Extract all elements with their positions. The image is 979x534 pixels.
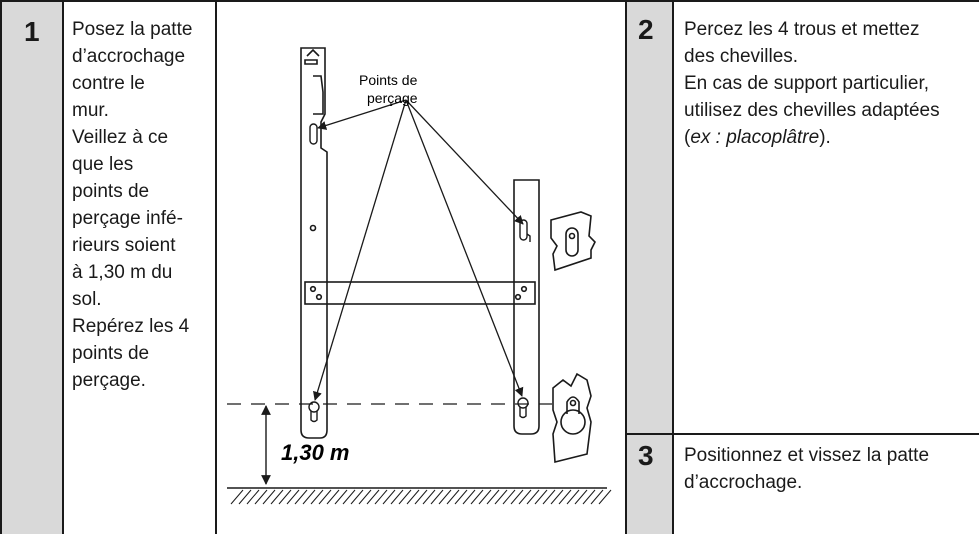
hatch-mark [230, 489, 244, 505]
step-1-line: sol. [72, 289, 102, 310]
column-divider [215, 2, 217, 534]
hatch-mark [366, 489, 380, 505]
step-2-line-example: (ex : placoplâtre). [684, 124, 979, 151]
step-1-line: perçage infé- [72, 208, 183, 229]
hatch-mark [246, 489, 260, 505]
hatch-mark [430, 489, 444, 505]
hatch-mark [262, 489, 276, 505]
hatch-mark [566, 489, 580, 505]
step-3-line: d’accrochage. [684, 472, 803, 493]
hatch-mark [550, 489, 564, 505]
hatch-mark [286, 489, 300, 505]
hatch-mark [574, 489, 588, 505]
hatch-mark [470, 489, 484, 505]
hatch-mark [294, 489, 308, 505]
hatch-mark [478, 489, 492, 505]
hatch-mark [302, 489, 316, 505]
step-1-number: 1 [24, 16, 40, 47]
hatch-mark [278, 489, 292, 505]
hatch-mark [502, 489, 516, 505]
hatch-mark [406, 489, 420, 505]
step-1-line: points de [72, 181, 150, 202]
step-1-line: mur. [72, 100, 109, 121]
hatch-mark [510, 489, 524, 505]
step-2-text: Percez les 4 trous et mettez des chevill… [684, 16, 979, 151]
step-divider [625, 433, 979, 435]
hatch-mark [382, 489, 396, 505]
hatch-mark [350, 489, 364, 505]
height-dimension-label: 1,30 m [281, 440, 350, 465]
step-1-line: Posez la patte [72, 19, 193, 40]
hatch-mark [526, 489, 540, 505]
step-2-line: En cas de support particulier, [684, 73, 930, 94]
drill-points-label-line-2: perçage [367, 90, 418, 106]
step-3-number: 3 [638, 440, 654, 471]
hatch-mark [238, 489, 252, 505]
hatch-mark [422, 489, 436, 505]
example-text: ex : placoplâtre [690, 127, 820, 148]
hatch-mark [374, 489, 388, 505]
hatch-mark [438, 489, 452, 505]
hatch-mark [358, 489, 372, 505]
step-1-line: points de [72, 343, 150, 364]
hatch-mark [542, 489, 556, 505]
pointer-arrows [313, 99, 524, 401]
bracket-right-upright [513, 179, 540, 435]
hatch-mark [390, 489, 404, 505]
hatch-mark [334, 489, 348, 505]
hatch-mark [462, 489, 476, 505]
step-3-line: Positionnez et vissez la patte [684, 445, 930, 466]
step-1-line: Repérez les 4 [72, 316, 190, 337]
step-1-line: contre le [72, 73, 145, 94]
step-1-line: que les [72, 154, 134, 175]
step-2-line: Percez les 4 trous et mettez [684, 19, 920, 40]
keyhole-bottom-left [308, 401, 320, 423]
hatch-mark [486, 489, 500, 505]
step-1-text: Posez la patte d’accrochage contre le mu… [72, 16, 192, 394]
hatch-mark [326, 489, 340, 505]
step-3-text: Positionnez et vissez la patte d’accroch… [684, 442, 979, 496]
hatch-mark [598, 489, 612, 505]
drill-slot-top-left [309, 123, 318, 145]
hatch-mark [342, 489, 356, 505]
bracket-left-upright [300, 47, 328, 439]
hatch-mark [518, 489, 532, 505]
step-2-line: utilisez des chevilles adaptées [684, 100, 940, 121]
paren-open: ( [684, 127, 691, 148]
keyhole-bottom-right [517, 397, 529, 419]
paren-close: ). [819, 127, 831, 148]
hatch-mark [318, 489, 332, 505]
hatch-mark [414, 489, 428, 505]
ground-hatch-marks [230, 489, 612, 505]
hatch-mark [454, 489, 468, 505]
hatch-mark [558, 489, 572, 505]
step-1-line: perçage. [72, 370, 146, 391]
hatch-mark [270, 489, 284, 505]
bracket-crossbar [304, 281, 536, 305]
step-2-number: 2 [638, 14, 654, 45]
drill-points-label-line-1: Points de [359, 72, 418, 88]
hatch-mark [494, 489, 508, 505]
step-1-line: à 1,30 m du [72, 262, 173, 283]
hatch-mark [310, 489, 324, 505]
hatch-mark [534, 489, 548, 505]
hatch-mark [254, 489, 268, 505]
hatch-mark [582, 489, 596, 505]
steps-2-3-number-cell [625, 2, 674, 534]
hatch-mark [398, 489, 412, 505]
step-1-line: Veillez à ce [72, 127, 169, 148]
mounting-bracket-diagram: Points de perçage 1,30 m [227, 47, 612, 505]
slot-detail-callout [550, 211, 596, 272]
hatch-mark [446, 489, 460, 505]
step-1-number-cell: 1 [2, 2, 64, 534]
step-1-line: d’accrochage [72, 46, 186, 67]
hatch-mark [590, 489, 604, 505]
keyhole-detail-callout [552, 372, 592, 464]
step-1-line: rieurs soient [72, 235, 176, 256]
step-2-line: des chevilles. [684, 46, 799, 67]
